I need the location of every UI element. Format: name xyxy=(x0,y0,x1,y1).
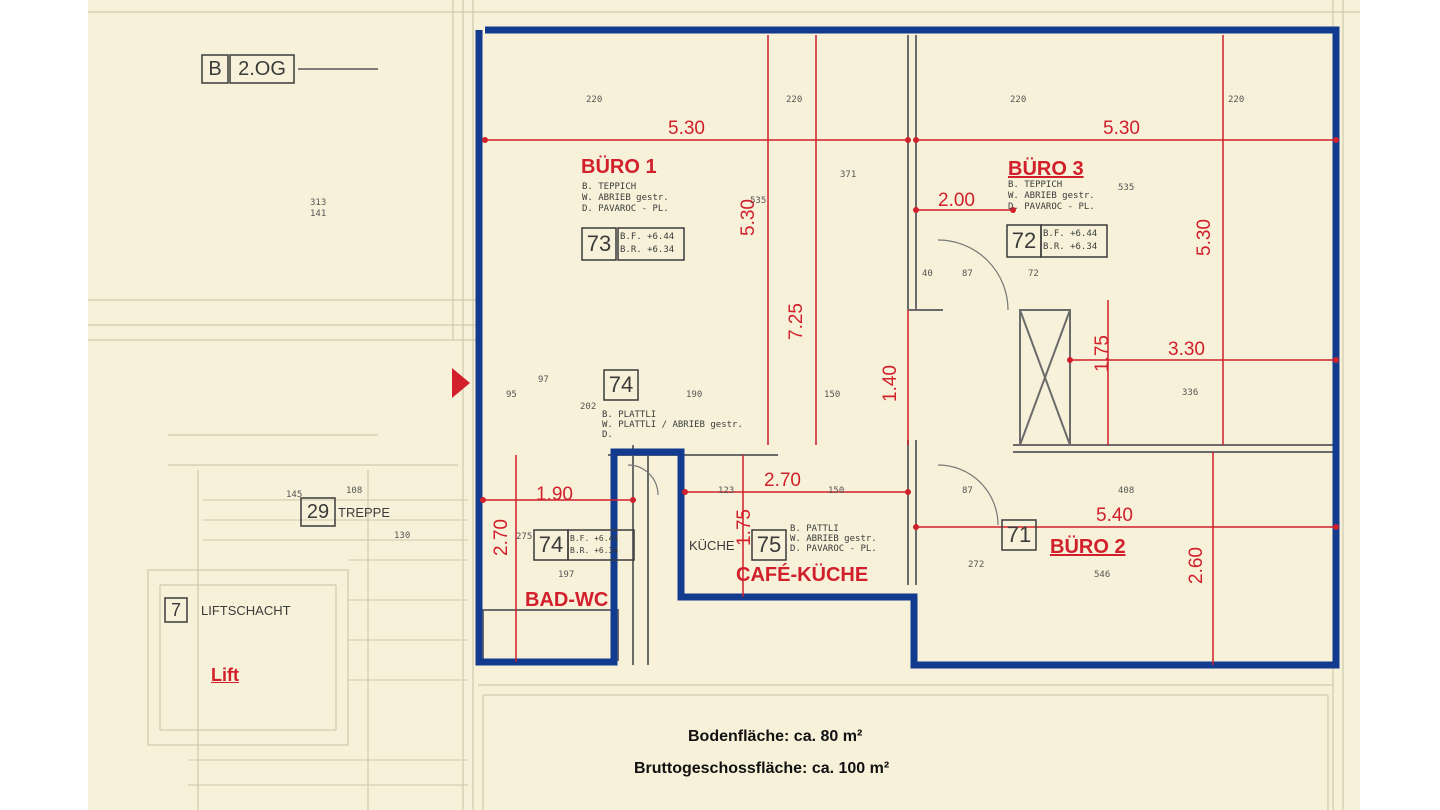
room-label-cafe-kueche: CAFÉ-KÜCHE xyxy=(736,564,869,586)
room-label-buero-3: BÜRO 3 xyxy=(1008,158,1084,180)
dim-2-00: 2.00 xyxy=(938,190,975,211)
small-dim: 408 xyxy=(1118,486,1135,496)
small-dim: 130 xyxy=(394,531,411,541)
small-dim: 72 xyxy=(1028,269,1039,279)
dim-buero3-width: 5.30 xyxy=(1103,118,1140,139)
dim-3-30: 3.30 xyxy=(1168,339,1205,360)
background-linework xyxy=(88,0,1360,810)
dim-2-60: 2.60 xyxy=(1186,547,1207,584)
dim-5-40: 5.40 xyxy=(1096,505,1133,526)
room-label-bad-wc: BAD-WC xyxy=(525,589,609,611)
stair-treads xyxy=(188,499,468,786)
floor-plan-drawing xyxy=(88,0,1360,810)
small-dim: 313 xyxy=(310,198,327,208)
room-number-74-wc: 74 xyxy=(538,532,564,557)
small-dim: 108 xyxy=(346,486,363,496)
area-bruttogeschossflaeche: Bruttogeschossfläche: ca. 100 m² xyxy=(634,760,890,777)
dim-1-75-lower: 1.75 xyxy=(734,509,755,546)
small-dim: 220 xyxy=(586,95,603,105)
dim-height-7-25: 7.25 xyxy=(786,303,807,340)
small-dim: 145 xyxy=(286,490,303,500)
area-bodenflaeche: Bodenfläche: ca. 80 m² xyxy=(688,728,863,745)
dim-kueche-width: 2.70 xyxy=(764,470,801,491)
small-dim: 202 xyxy=(580,402,597,412)
small-dim: 141 xyxy=(310,209,327,219)
stair-label: TREPPE xyxy=(338,505,391,520)
small-dim: 40 xyxy=(922,269,933,279)
entrance-marker xyxy=(452,368,470,398)
small-dim: 535 xyxy=(750,196,767,206)
room-sublabel-kueche: KÜCHE xyxy=(689,538,735,553)
room-number-73: 73 xyxy=(586,231,612,256)
small-dim: 150 xyxy=(824,390,841,400)
dim-buero3-depth: 5.30 xyxy=(1194,219,1215,256)
small-dim: 150 xyxy=(828,486,845,496)
floor-tag-level: 2.OG xyxy=(238,58,286,80)
small-dim: 190 xyxy=(686,390,703,400)
small-dim: 95 xyxy=(506,390,517,400)
small-dim: 123 xyxy=(718,486,735,496)
dim-1-40: 1.40 xyxy=(880,365,901,402)
small-dim: 336 xyxy=(1182,388,1199,398)
dimension-lines xyxy=(483,35,1336,665)
small-dim: 97 xyxy=(538,375,549,385)
lift-number: 7 xyxy=(170,600,181,620)
room-number-75: 75 xyxy=(756,532,782,557)
small-dim: 197 xyxy=(558,570,575,580)
dim-buero1-width: 5.30 xyxy=(668,118,705,139)
lift-name: Lift xyxy=(211,665,239,685)
small-dim: 275 xyxy=(516,532,533,542)
dim-1-75-upper: 1.75 xyxy=(1092,335,1113,372)
small-dim: 535 xyxy=(1118,183,1135,193)
small-dim: 272 xyxy=(968,560,985,570)
floor-tag: B xyxy=(208,58,222,80)
dim-bad-2-70: 2.70 xyxy=(491,519,512,556)
stair-number: 29 xyxy=(306,501,330,523)
room-label-buero-1: BÜRO 1 xyxy=(581,156,657,178)
small-dim: 87 xyxy=(962,269,973,279)
room-number-boxes xyxy=(164,224,1108,623)
small-dim: 371 xyxy=(840,170,857,180)
room-label-buero-2: BÜRO 2 xyxy=(1050,536,1126,558)
small-dim: 87 xyxy=(962,486,973,496)
small-dim: 220 xyxy=(786,95,803,105)
door-swings xyxy=(627,239,1009,526)
small-dim: 546 xyxy=(1094,570,1111,580)
lift-shaft-label: LIFTSCHACHT xyxy=(201,603,291,618)
small-dim: 220 xyxy=(1010,95,1027,105)
room-number-71: 71 xyxy=(1006,522,1032,547)
room-number-72: 72 xyxy=(1011,228,1037,253)
small-dim: 220 xyxy=(1228,95,1245,105)
unit-outline xyxy=(475,26,1340,669)
dimension-ticks xyxy=(480,137,1339,530)
room-number-74: 74 xyxy=(608,372,634,397)
dim-1-90: 1.90 xyxy=(536,484,573,505)
